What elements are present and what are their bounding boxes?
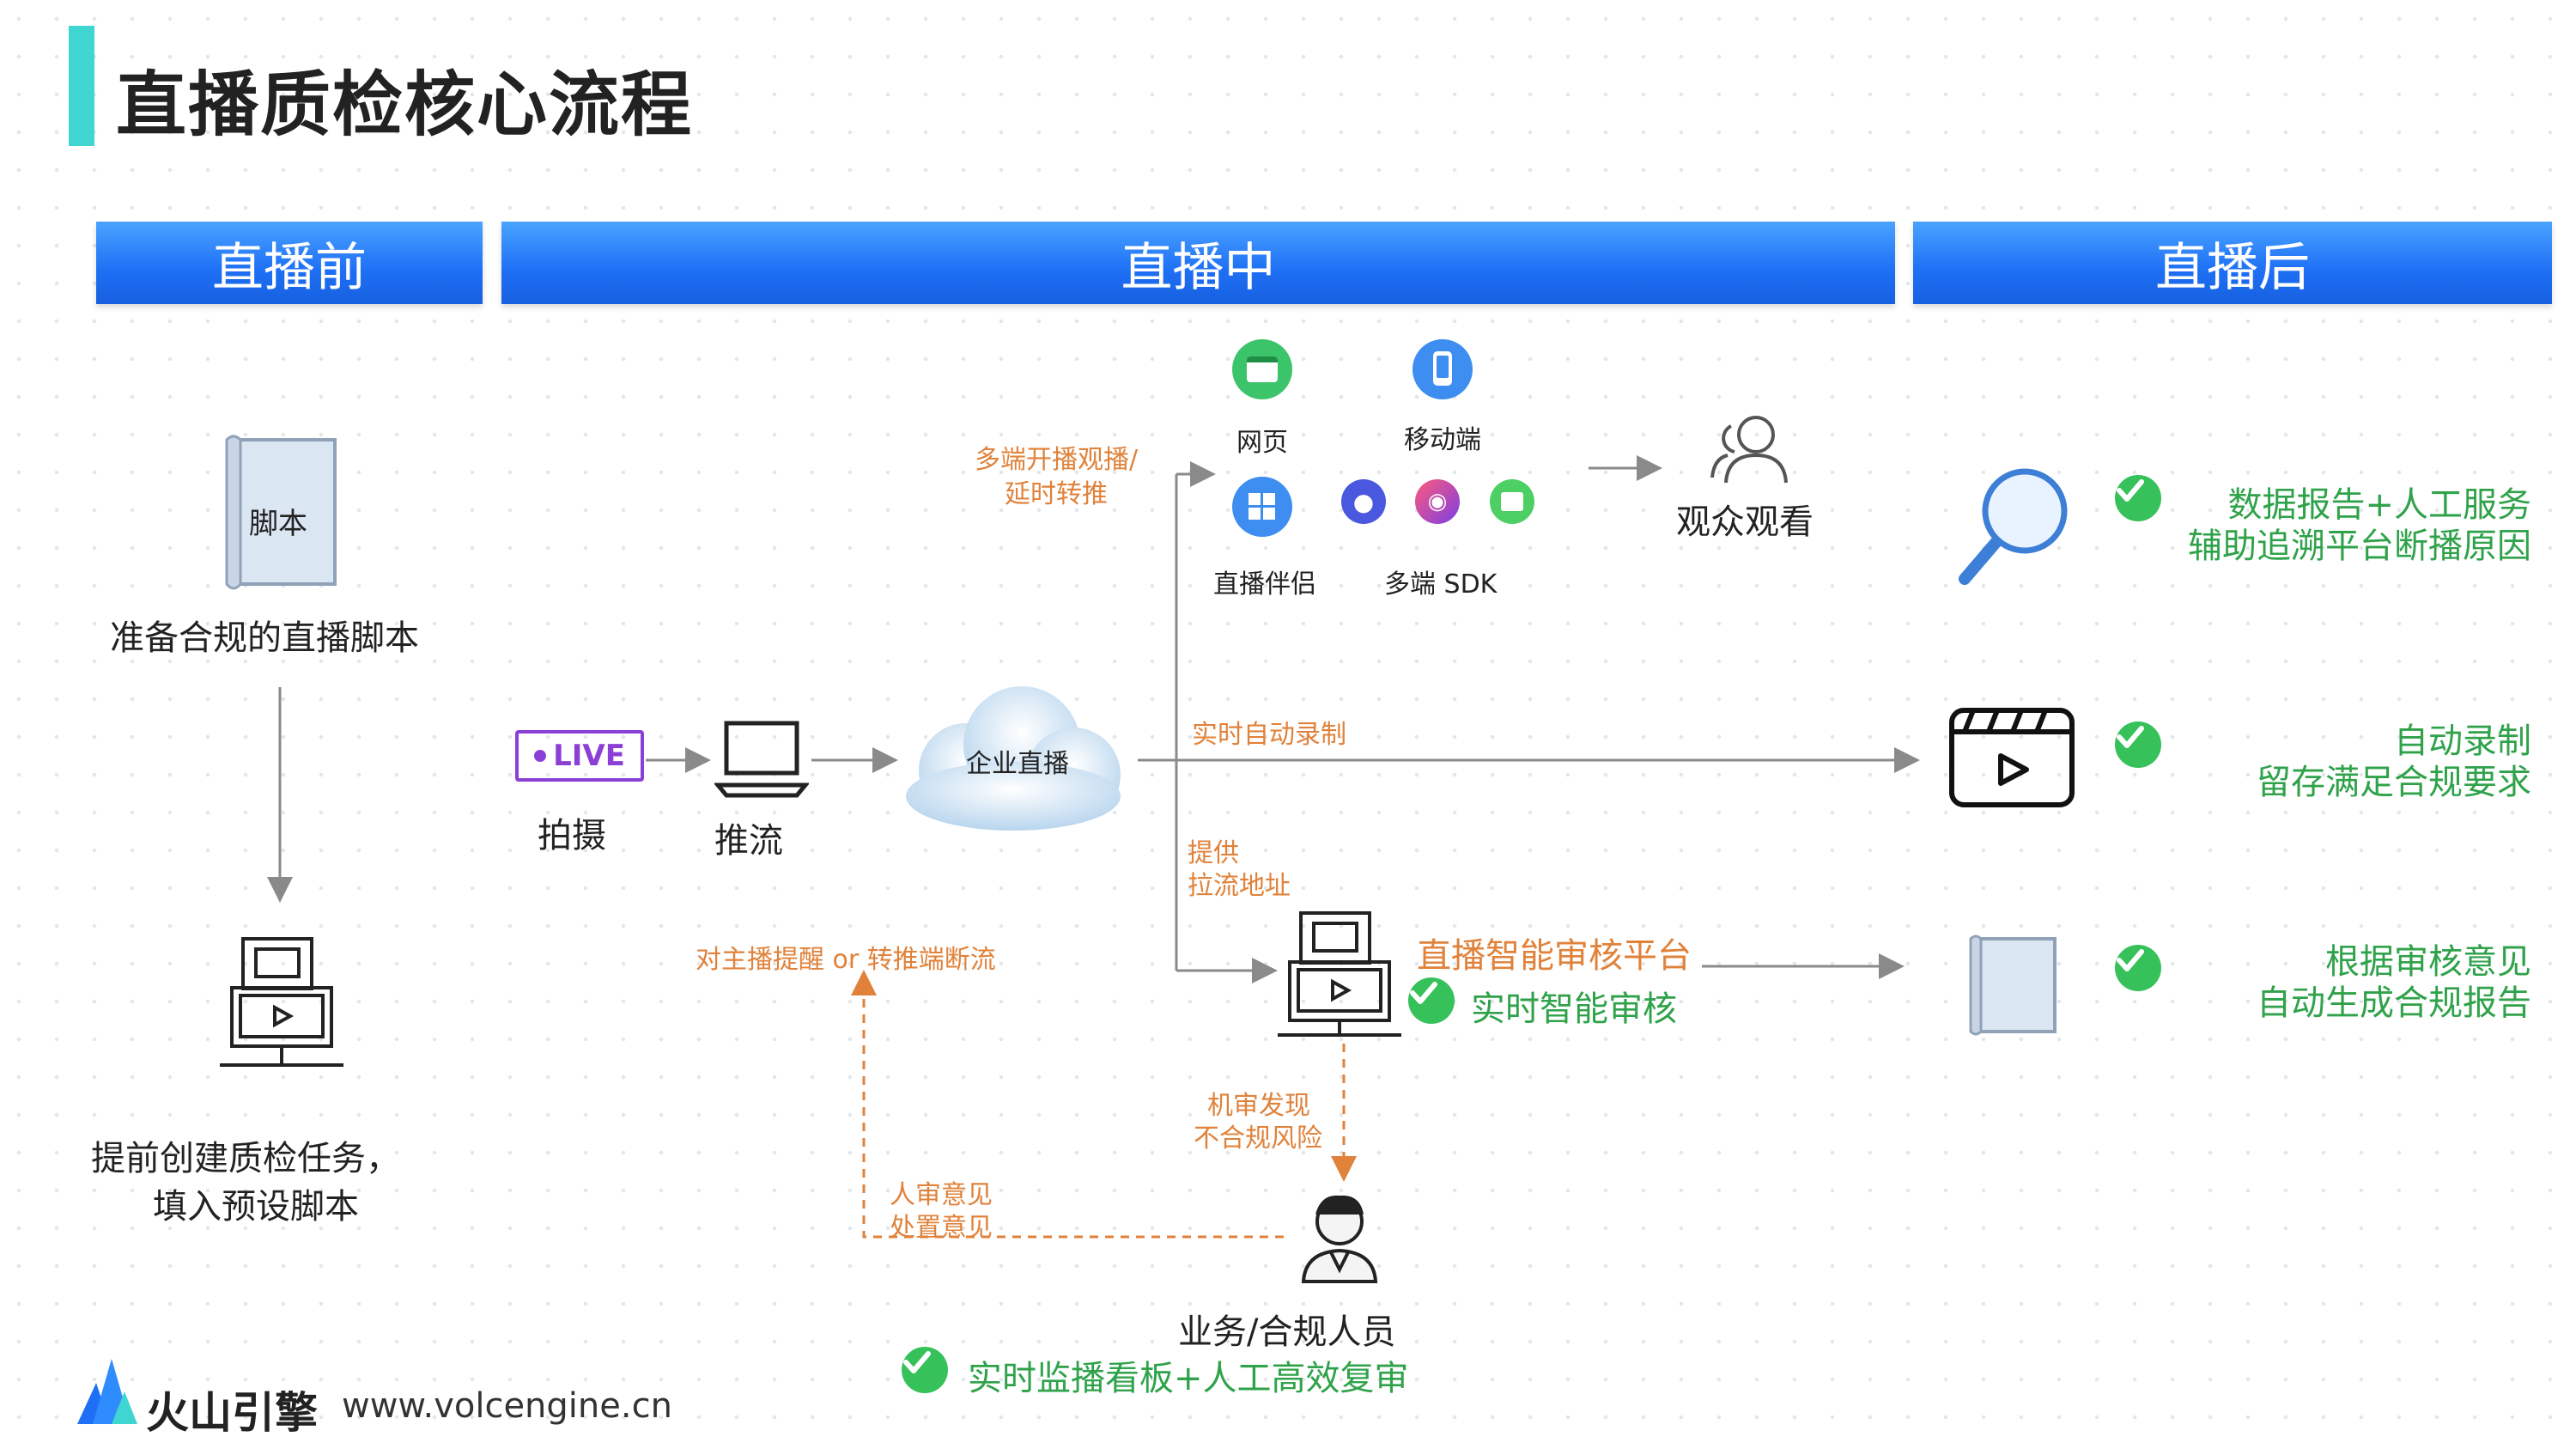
mini-program-icon: [1490, 479, 1534, 524]
phase-after-header: 直播后: [1913, 222, 2552, 304]
laptop-icon: [714, 718, 809, 800]
audience-label: 观众观看: [1676, 502, 1814, 542]
realtime-review-check-icon: [1408, 977, 1455, 1024]
realtime-record-label: 实时自动录制: [1192, 720, 1346, 750]
machine-review-line2: 不合规风险: [1194, 1123, 1322, 1154]
brand-name: 火山引擎: [146, 1388, 318, 1438]
monitor-task-icon: [213, 932, 350, 1069]
volcengine-logo-icon: [77, 1357, 137, 1426]
push-label: 推流: [714, 821, 783, 861]
title-accent-bar: [69, 26, 94, 146]
script-doc-label: 脚本: [249, 507, 307, 541]
human-review-line1: 人审意见: [890, 1180, 993, 1210]
monitor-check-icon: [902, 1347, 948, 1393]
remind-anchor-label: 对主播提醒 or 转推端断流: [696, 945, 996, 975]
web-label: 网页: [1236, 428, 1288, 458]
live-dot-icon: [534, 750, 547, 762]
companion-label: 直播伴侣: [1213, 569, 1316, 600]
machine-review-line1: 机审发现: [1207, 1091, 1310, 1121]
provide-line2: 拉流地址: [1188, 871, 1291, 901]
monitor-label: 实时监播看板+人工高效复审: [968, 1359, 1409, 1398]
report-line2: 辅助追溯平台断播原因: [2188, 527, 2531, 566]
phase-during-header: 直播中: [501, 222, 1895, 304]
video-clapperboard-icon: [1947, 706, 2076, 809]
create-task-line1: 提前创建质检任务，: [91, 1139, 400, 1178]
shoot-label: 拍摄: [538, 816, 606, 855]
web-browser-icon: [1232, 339, 1292, 399]
android-icon: ◉: [1415, 479, 1460, 524]
provide-line1: 提供: [1188, 838, 1239, 868]
platform-label: 直播智能审核平台: [1417, 936, 1692, 976]
sdk-label: 多端 SDK: [1384, 569, 1498, 600]
mobile-label: 移动端: [1404, 425, 1481, 455]
report-check-icon: [2115, 475, 2161, 521]
generate-report-check-icon: [2115, 945, 2161, 991]
apple-icon: ●: [1341, 479, 1386, 524]
script-document-icon: 脚本: [215, 429, 343, 597]
human-review-line2: 处置意见: [890, 1213, 993, 1243]
phase-before-header: 直播前: [96, 222, 483, 304]
generate-report-line1: 根据审核意见: [2325, 942, 2531, 982]
brand-url: www.volcengine.cn: [342, 1386, 672, 1426]
realtime-review-label: 实时智能审核: [1471, 989, 1677, 1029]
mobile-phone-icon: [1413, 339, 1473, 399]
page-title: 直播质检核心流程: [116, 64, 694, 146]
prepare-script-text: 准备合规的直播脚本: [110, 618, 419, 658]
record-after-line1: 自动录制: [2394, 721, 2531, 761]
compliance-report-doc-icon: [1962, 932, 2061, 1039]
review-platform-icon: [1271, 906, 1408, 1044]
live-badge-label: LIVE: [553, 739, 625, 773]
compliance-staff-avatar: [1297, 1185, 1382, 1284]
windows-icon: [1232, 477, 1292, 537]
live-camera-badge: LIVE: [515, 730, 644, 782]
magnifier-icon: [1949, 464, 2078, 593]
multi-endpoint-line2: 延时转推: [1005, 479, 1108, 509]
create-task-line2: 填入预设脚本: [153, 1187, 359, 1227]
record-after-line2: 留存满足合规要求: [2257, 763, 2531, 802]
enterprise-live-label: 企业直播: [966, 749, 1069, 779]
multi-endpoint-line1: 多端开播观播/: [975, 445, 1139, 475]
report-line1: 数据报告+人工服务: [2227, 485, 2531, 525]
staff-label: 业务/合规人员: [1178, 1312, 1396, 1352]
audience-icon: [1709, 412, 1790, 485]
record-check-icon: [2115, 721, 2161, 768]
enterprise-live-cloud-icon: 企业直播: [893, 680, 1133, 835]
generate-report-line2: 自动生成合规报告: [2257, 983, 2531, 1023]
